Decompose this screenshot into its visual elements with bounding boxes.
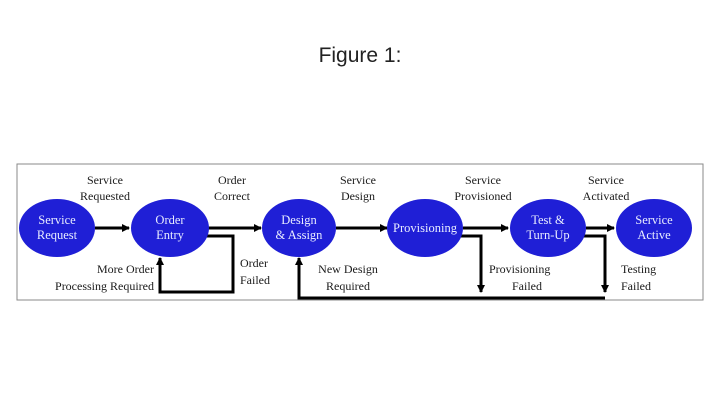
svg-text:Test &Turn-Up: Test &Turn-Up <box>526 213 569 242</box>
node-test-turnup: Test &Turn-Up <box>510 199 586 257</box>
node-design-assign: Design& Assign <box>262 199 336 257</box>
svg-text:Provisioning: Provisioning <box>393 221 458 235</box>
figure-title: Figure 1: <box>318 44 402 67</box>
arrow-order-failed-loop <box>156 234 235 294</box>
node-provisioning: Provisioning <box>387 199 463 257</box>
svg-text:Design& Assign: Design& Assign <box>276 213 324 242</box>
diagram-frame <box>16 163 704 301</box>
arrow-testing-failed <box>580 234 609 293</box>
arrow-provisioning-failed <box>458 234 485 293</box>
arrow-new-design-return <box>295 257 605 300</box>
